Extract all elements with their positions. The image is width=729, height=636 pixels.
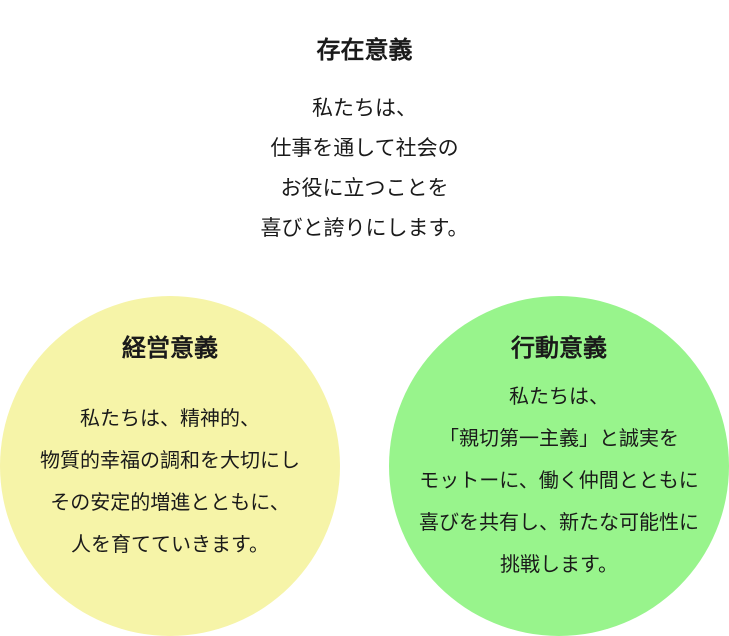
management-line: 私たちは、精神的、 — [80, 406, 260, 430]
action-line: 私たちは、 — [509, 384, 609, 408]
action-text: 私たちは、 「親切第一主義」と誠実を モットーに、働く仲間とともに 喜びを共有し… — [389, 375, 729, 585]
action-line: モットーに、働く仲間とともに — [419, 468, 699, 492]
management-line: 物質的幸福の調和を大切にし — [40, 448, 300, 472]
action-line: 喜びを共有し、新たな可能性に — [419, 510, 699, 534]
action-circle: 行動意義 私たちは、 「親切第一主義」と誠実を モットーに、働く仲間とともに 喜… — [389, 296, 729, 636]
management-line: その安定的増進とともに、 — [50, 490, 290, 514]
management-title: 経営意義 — [122, 334, 218, 362]
management-circle: 経営意義 私たちは、精神的、 物質的幸福の調和を大切にし その安定的増進とともに… — [0, 296, 340, 636]
action-line: 「親切第一主義」と誠実を — [439, 426, 679, 450]
purpose-line: お役に立つことを — [280, 176, 449, 200]
action-title: 行動意義 — [511, 334, 607, 362]
purpose-line: 仕事を通して社会の — [270, 136, 459, 160]
purpose-line: 喜びと誇りにします。 — [260, 216, 469, 240]
purpose-text: 私たちは、 仕事を通して社会の お役に立つことを 喜びと誇りにします。 — [0, 88, 729, 248]
purpose-line: 私たちは、 — [312, 96, 417, 120]
management-line: 人を育てていきます。 — [71, 532, 269, 556]
action-line: 挑戦します。 — [500, 552, 618, 576]
management-text: 私たちは、精神的、 物質的幸福の調和を大切にし その安定的増進とともに、 人を育… — [0, 397, 340, 565]
purpose-section: 存在意義 私たちは、 仕事を通して社会の お役に立つことを 喜びと誇りにします。 — [0, 33, 729, 248]
purpose-title: 存在意義 — [316, 36, 413, 64]
